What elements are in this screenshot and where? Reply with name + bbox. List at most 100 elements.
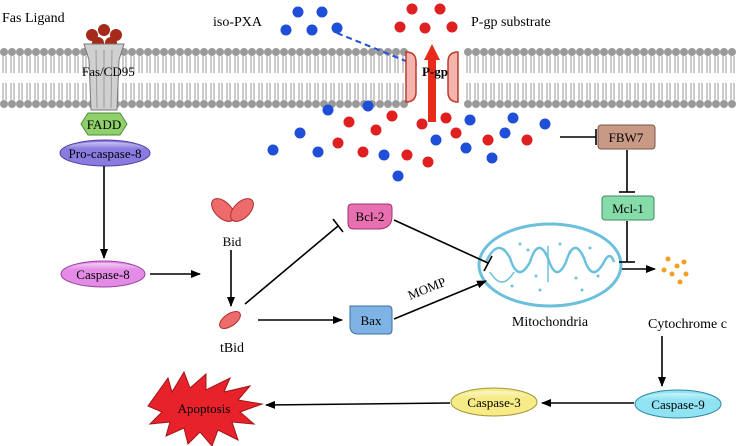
cytochrome-c-molecules [661, 256, 689, 285]
iso-pxa-inhibition-dashed-line [336, 32, 419, 67]
mcl1-box [601, 195, 655, 221]
lipid-head [160, 48, 168, 56]
lipid-head [520, 48, 528, 56]
lipid-head [152, 100, 160, 108]
bid-label: Bid [223, 234, 242, 249]
lipid-head [32, 100, 40, 108]
lipid-head [248, 48, 256, 56]
lipid-head [216, 100, 224, 108]
mitochondria-shape [477, 222, 623, 308]
lipid-head [176, 100, 184, 108]
lipid-head [496, 48, 504, 56]
lipid-head [624, 48, 632, 56]
lipid-head [352, 48, 360, 56]
lipid-head [296, 100, 304, 108]
lipid-head [136, 48, 144, 56]
arrow-bax-to-mitochondria [393, 280, 487, 320]
lipid-head [512, 100, 520, 108]
lipid-head [544, 100, 552, 108]
lipid-head [368, 48, 376, 56]
fadd-label: FADD [87, 117, 121, 132]
lipid-head [624, 100, 632, 108]
pathway-arrows [100, 129, 666, 409]
lipid-head [160, 100, 168, 108]
cell-membrane [0, 48, 736, 108]
pgp-efflux-arrow [428, 58, 436, 122]
lipid-head [520, 100, 528, 108]
lipid-head [336, 48, 344, 56]
bax-shape [349, 305, 393, 335]
lipid-head [616, 100, 624, 108]
lipid-head [616, 48, 624, 56]
lipid-head [384, 100, 392, 108]
lipid-head [72, 100, 80, 108]
lipid-head [656, 48, 664, 56]
fas-cd95-label: Fas/CD95 [82, 64, 135, 79]
mcl1-label: Mcl-1 [612, 201, 644, 216]
tbid-shape [219, 311, 241, 329]
fas-ligand-label: Fas Ligand [2, 11, 65, 26]
lipid-head [352, 100, 360, 108]
lipid-head [728, 48, 736, 56]
lipid-head [288, 100, 296, 108]
lipid-head [488, 100, 496, 108]
lipid-head [496, 100, 504, 108]
lipid-head [672, 100, 680, 108]
lipid-head [240, 100, 248, 108]
lipid-head [24, 48, 32, 56]
fbw7-box [597, 124, 656, 150]
lipid-head [688, 100, 696, 108]
lipid-head [480, 48, 488, 56]
lipid-head [536, 48, 544, 56]
lipid-head [272, 48, 280, 56]
lipid-head [688, 48, 696, 56]
lipid-head [608, 100, 616, 108]
lipid-head [272, 100, 280, 108]
lipid-head [704, 48, 712, 56]
cytochrome-c-label: Cytochrome c [648, 317, 727, 332]
lipid-head [480, 100, 488, 108]
lipid-head [16, 100, 24, 108]
fadd-hexagon [80, 112, 128, 136]
lipid-head [264, 48, 272, 56]
fas-receptor-complex [59, 24, 151, 167]
lipid-head [120, 100, 128, 108]
lipid-head [568, 100, 576, 108]
lipid-head [296, 48, 304, 56]
lipid-head [24, 100, 32, 108]
lipid-head [0, 48, 8, 56]
inhibit-bcl2-mitochondria [393, 219, 489, 264]
lipid-head [48, 48, 56, 56]
lipid-head [648, 100, 656, 108]
lipid-head [576, 100, 584, 108]
bcl2-label: Bcl-2 [356, 209, 385, 224]
lipid-head [80, 100, 88, 108]
lipid-head [592, 100, 600, 108]
lipid-head [720, 100, 728, 108]
lipid-head [168, 100, 176, 108]
arrow-caspase3-to-apoptosis [265, 400, 451, 409]
lipid-head [64, 100, 72, 108]
lipid-head [640, 48, 648, 56]
lipid-head [680, 48, 688, 56]
lipid-head [632, 48, 640, 56]
lipid-head [376, 100, 384, 108]
lipid-head [200, 100, 208, 108]
lipid-head [696, 48, 704, 56]
bcl2-shape [347, 203, 393, 230]
lipid-head [336, 100, 344, 108]
pgp-substrate-label: P-gp substrate [471, 15, 551, 30]
tbid-label: tBid [220, 341, 244, 356]
lipid-head [600, 100, 608, 108]
fbw7-label: FBW7 [609, 130, 644, 145]
lipid-head [576, 48, 584, 56]
lipid-head [488, 48, 496, 56]
lipid-head [0, 100, 8, 108]
lipid-head [712, 48, 720, 56]
iso-pxa-label: iso-PXA [213, 15, 263, 30]
intracellular-molecules [267, 100, 551, 182]
lipid-head [696, 100, 704, 108]
lipid-head [240, 48, 248, 56]
lipid-head [264, 100, 272, 108]
lipid-head [560, 48, 568, 56]
